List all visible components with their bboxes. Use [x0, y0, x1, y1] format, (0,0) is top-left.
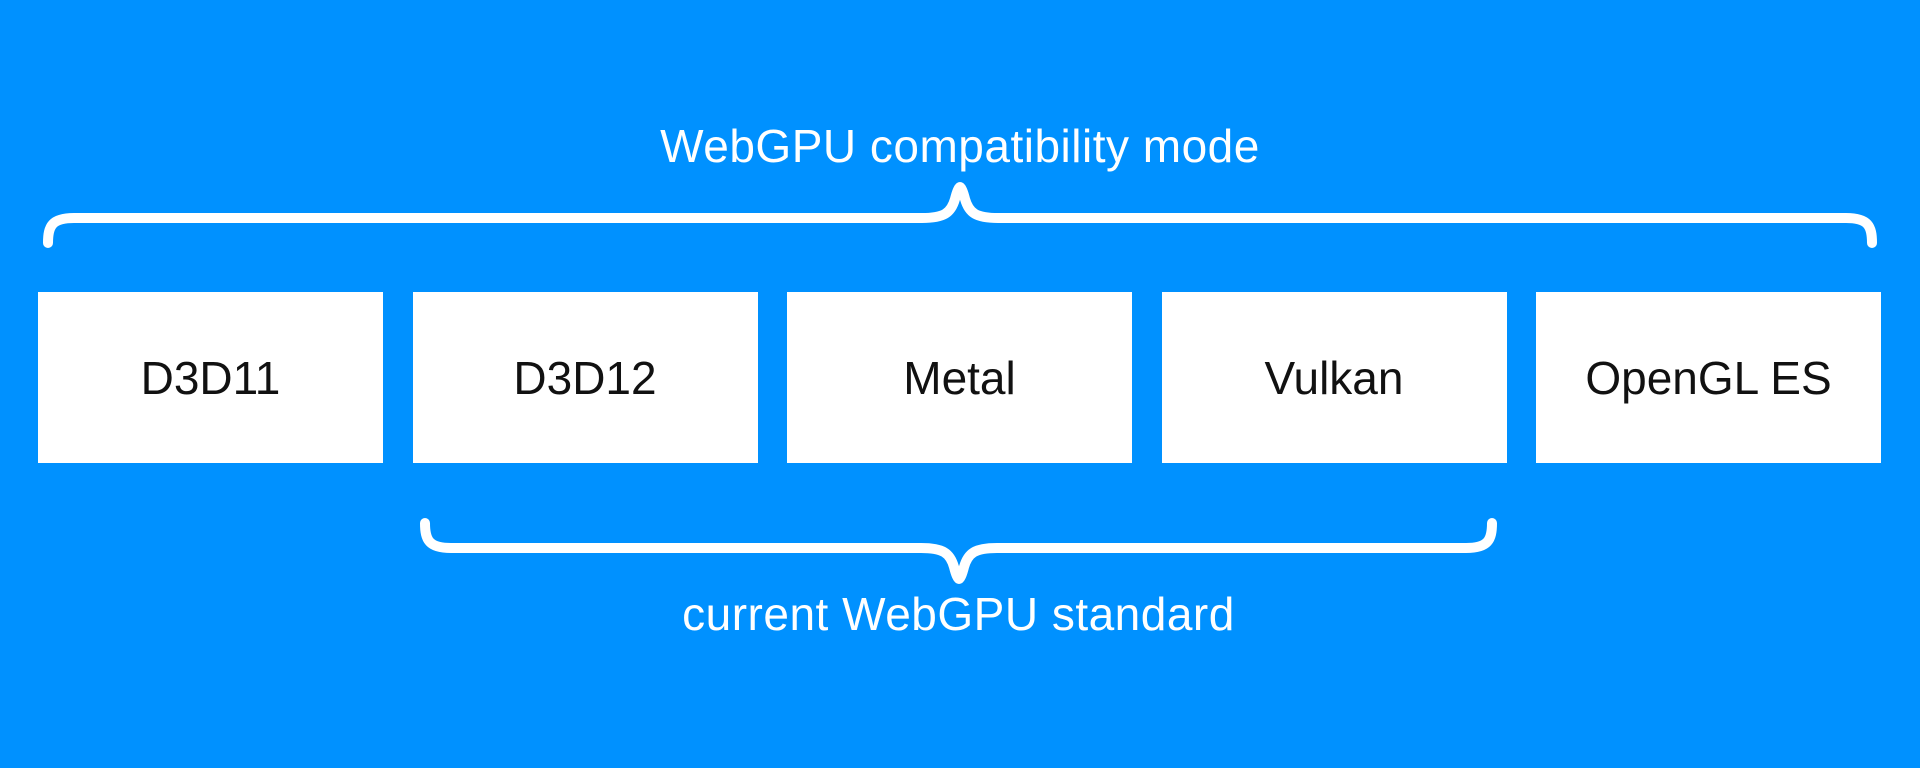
api-box-opengl-es: OpenGL ES: [1536, 292, 1881, 463]
api-box-vulkan: Vulkan: [1161, 292, 1507, 463]
api-box-d3d11: D3D11: [38, 292, 383, 463]
api-box-d3d12: D3D12: [412, 292, 758, 463]
bottom-brace: [420, 518, 1497, 584]
api-box-label: Metal: [903, 351, 1016, 404]
top-brace-label: WebGPU compatibility mode: [660, 120, 1260, 172]
api-box-metal: Metal: [787, 292, 1132, 463]
api-box-label: Vulkan: [1264, 351, 1404, 404]
top-brace: [43, 182, 1877, 248]
api-boxes-row: D3D11 D3D12 Metal Vulkan OpenGL ES: [38, 292, 1881, 463]
api-box-label: OpenGL ES: [1585, 351, 1832, 404]
api-box-label: D3D11: [140, 351, 281, 404]
api-box-label: D3D12: [513, 351, 657, 404]
bottom-brace-label: current WebGPU standard: [682, 588, 1235, 640]
